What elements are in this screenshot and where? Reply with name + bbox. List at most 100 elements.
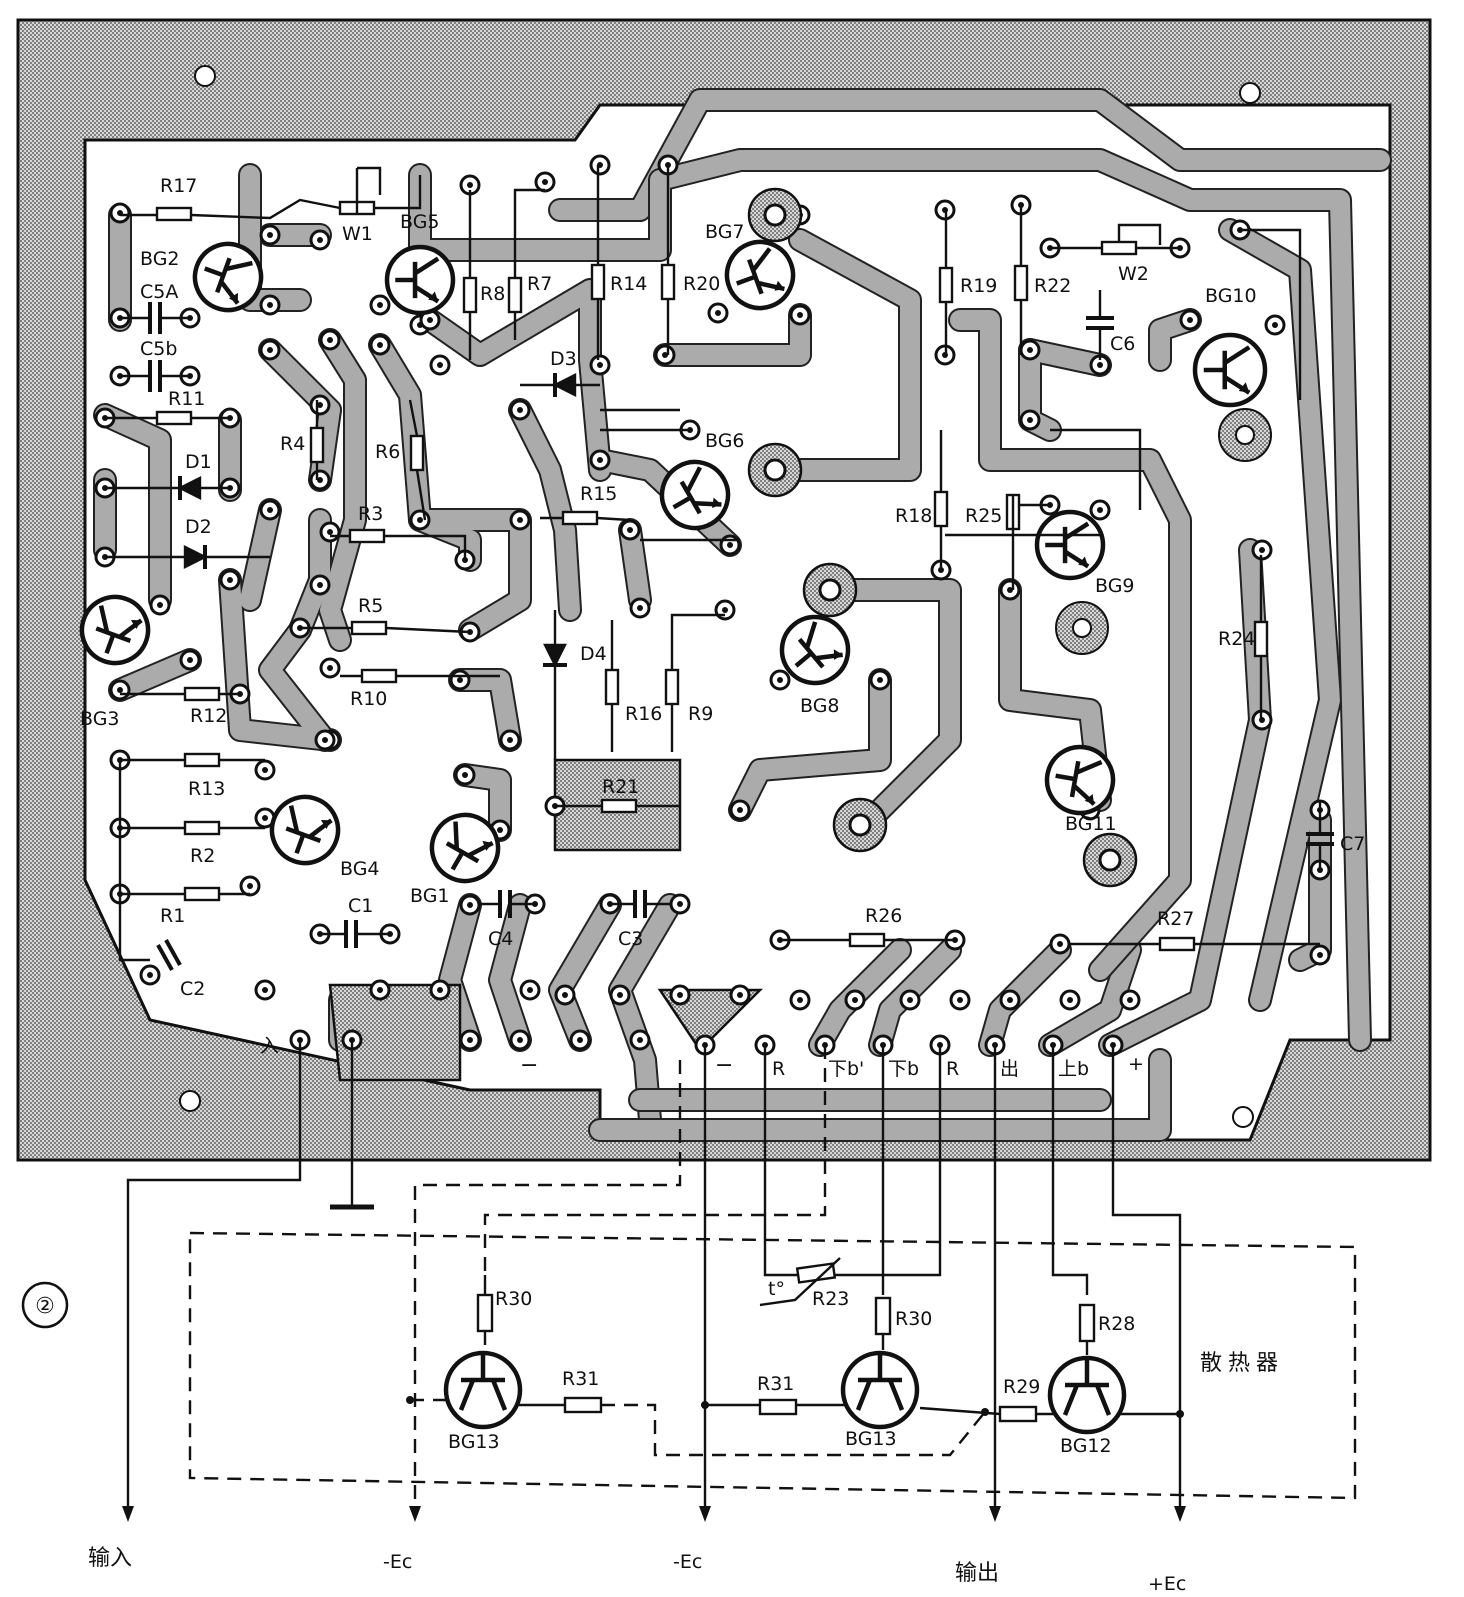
diode-D4	[543, 610, 567, 760]
label-R27: R27	[1157, 908, 1194, 930]
pad-label-minus-2: −	[715, 1053, 733, 1078]
transistor-BG9	[1034, 509, 1106, 581]
solder-pad	[729, 799, 751, 821]
terminal-output: 输出	[955, 1561, 999, 1586]
label-BG8: BG8	[800, 695, 840, 717]
resistor-R10	[360, 668, 398, 684]
board-transistors	[79, 239, 1268, 884]
label-R11: R11	[168, 388, 205, 410]
label-R28: R28	[1098, 1313, 1135, 1335]
label-R6: R6	[375, 441, 400, 463]
transistor-BG13	[840, 1350, 920, 1430]
label-R15: R15	[580, 483, 617, 505]
solder-pad	[369, 294, 391, 316]
resistor-R9	[664, 668, 680, 706]
mounting-hole	[179, 1090, 201, 1112]
solder-pad	[1059, 989, 1081, 1011]
resistor-R30-mid	[874, 1296, 892, 1336]
solder-pad	[719, 534, 741, 556]
transistor-BG8	[779, 614, 851, 686]
solder-pad	[179, 649, 201, 671]
label-BG10: BG10	[1205, 285, 1257, 307]
ground-plane	[328, 983, 462, 1082]
label-BG11: BG11	[1065, 813, 1117, 835]
label-C7: C7	[1340, 833, 1365, 855]
input-arrow	[122, 1506, 134, 1522]
resistor-R30-left	[476, 1293, 494, 1333]
large-pad	[1082, 832, 1138, 888]
solder-pad	[707, 302, 729, 324]
mounting-hole	[1239, 82, 1261, 104]
solder-pad	[669, 893, 691, 915]
resistor-R22	[1013, 264, 1029, 302]
solder-pad	[589, 154, 611, 176]
solder-pad	[309, 469, 331, 491]
solder-pad	[509, 1029, 531, 1051]
large-pad	[747, 442, 803, 498]
solder-pad	[254, 759, 276, 781]
neg-ec-arrow-2	[699, 1506, 711, 1522]
large-pad	[802, 562, 858, 618]
solder-pad	[1019, 409, 1041, 431]
mounting-hole	[1232, 1106, 1254, 1128]
solder-pad	[629, 1029, 651, 1051]
label-R16: R16	[625, 703, 662, 725]
solder-pad	[319, 657, 341, 679]
resistor-R27	[1158, 936, 1196, 952]
label-C5b: C5b	[140, 338, 177, 360]
board-wires	[105, 165, 1322, 962]
resistor-R29	[998, 1405, 1038, 1423]
solder-pad	[139, 964, 161, 986]
label-R1: R1	[160, 905, 185, 927]
capacitor-C5A	[120, 302, 190, 334]
label-R17: R17	[160, 175, 197, 197]
label-BG13-left: BG13	[448, 1431, 500, 1453]
pad-label-up-b: 上b	[1058, 1058, 1089, 1080]
circuit-board: BG2BG5BG7BG10BG6BG9BG3BG8BG11BG4BG1R17R1…	[16, 18, 1432, 1162]
resistor-R31-left	[563, 1396, 603, 1414]
diode-D2	[105, 545, 270, 569]
solder-pad	[1179, 309, 1201, 331]
label-C5A: C5A	[140, 281, 178, 303]
resistor-R11	[155, 410, 193, 426]
solder-pad	[1264, 314, 1286, 336]
transistor-BG11	[1044, 744, 1116, 816]
large-pad	[832, 797, 888, 853]
solder-pad	[1119, 989, 1141, 1011]
resistor-R3	[348, 528, 386, 544]
terminal-neg-ec-2: -Ec	[673, 1551, 702, 1573]
capacitor-C5b	[120, 360, 190, 392]
solder-pad	[449, 669, 471, 691]
resistor-R15	[561, 510, 599, 526]
solder-pad	[629, 597, 651, 619]
resistor-R12	[183, 686, 221, 702]
solder-pad	[454, 764, 476, 786]
solder-pad	[729, 984, 751, 1006]
solder-pad	[309, 229, 331, 251]
label-R29: R29	[1003, 1376, 1040, 1398]
resistor-R14	[590, 263, 606, 301]
solder-pad	[669, 984, 691, 1006]
solder-pad	[999, 989, 1021, 1011]
label-BG2: BG2	[140, 248, 180, 270]
solder-pad	[1049, 933, 1071, 955]
figure-number-circle	[21, 1281, 69, 1329]
figure-number: ②	[35, 1294, 55, 1319]
solder-pad	[109, 202, 131, 224]
label-R10: R10	[350, 688, 387, 710]
resistor-R26	[848, 932, 886, 948]
solder-pad	[259, 224, 281, 246]
neg-ec-arrow-1	[409, 1506, 421, 1522]
label-R30-left: R30	[495, 1288, 532, 1310]
terminal-input: 输入	[88, 1546, 132, 1571]
label-R3: R3	[358, 503, 383, 525]
resistor-R18	[933, 490, 949, 528]
pot-W2	[1100, 240, 1138, 256]
solder-pad	[654, 344, 676, 366]
output-arrow	[989, 1506, 1001, 1522]
pad-label-plus: +	[1128, 1053, 1144, 1075]
solder-pad	[309, 394, 331, 416]
mounting-holes	[179, 65, 1272, 1128]
